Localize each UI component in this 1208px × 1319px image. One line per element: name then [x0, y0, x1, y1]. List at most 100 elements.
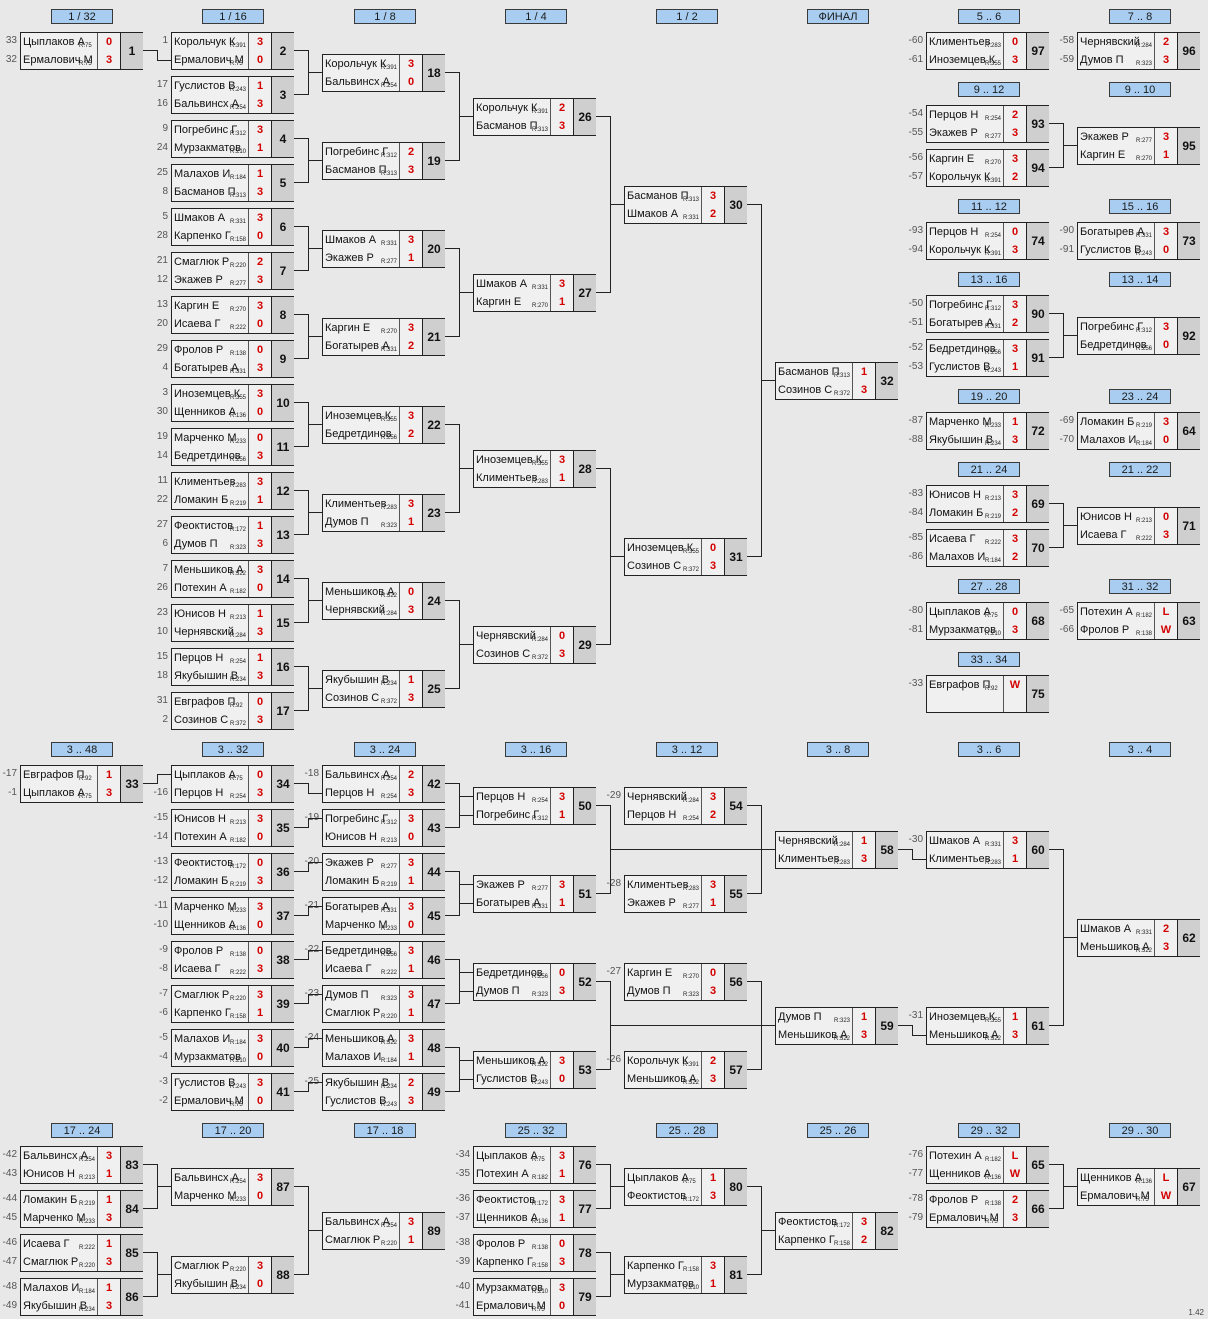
round-header[interactable]: 17 .. 20	[202, 1123, 264, 1138]
round-header[interactable]: 3 .. 48	[51, 742, 113, 757]
round-header[interactable]: 25 .. 26	[807, 1123, 869, 1138]
round-header[interactable]: 21 .. 22	[1109, 462, 1171, 477]
round-header[interactable]: 31 .. 32	[1109, 579, 1171, 594]
round-header[interactable]: 5 .. 6	[958, 9, 1020, 24]
round-header[interactable]: 25 .. 32	[505, 1123, 567, 1138]
round-header[interactable]: 9 .. 12	[958, 82, 1020, 97]
round-header[interactable]: 17 .. 24	[51, 1123, 113, 1138]
round-header[interactable]: 21 .. 24	[958, 462, 1020, 477]
round-header[interactable]: 13 .. 14	[1109, 272, 1171, 287]
round-header[interactable]: 9 .. 10	[1109, 82, 1171, 97]
round-header[interactable]: 3 .. 16	[505, 742, 567, 757]
player-row[interactable]	[927, 694, 1026, 712]
round-header[interactable]: 1 / 4	[505, 9, 567, 24]
